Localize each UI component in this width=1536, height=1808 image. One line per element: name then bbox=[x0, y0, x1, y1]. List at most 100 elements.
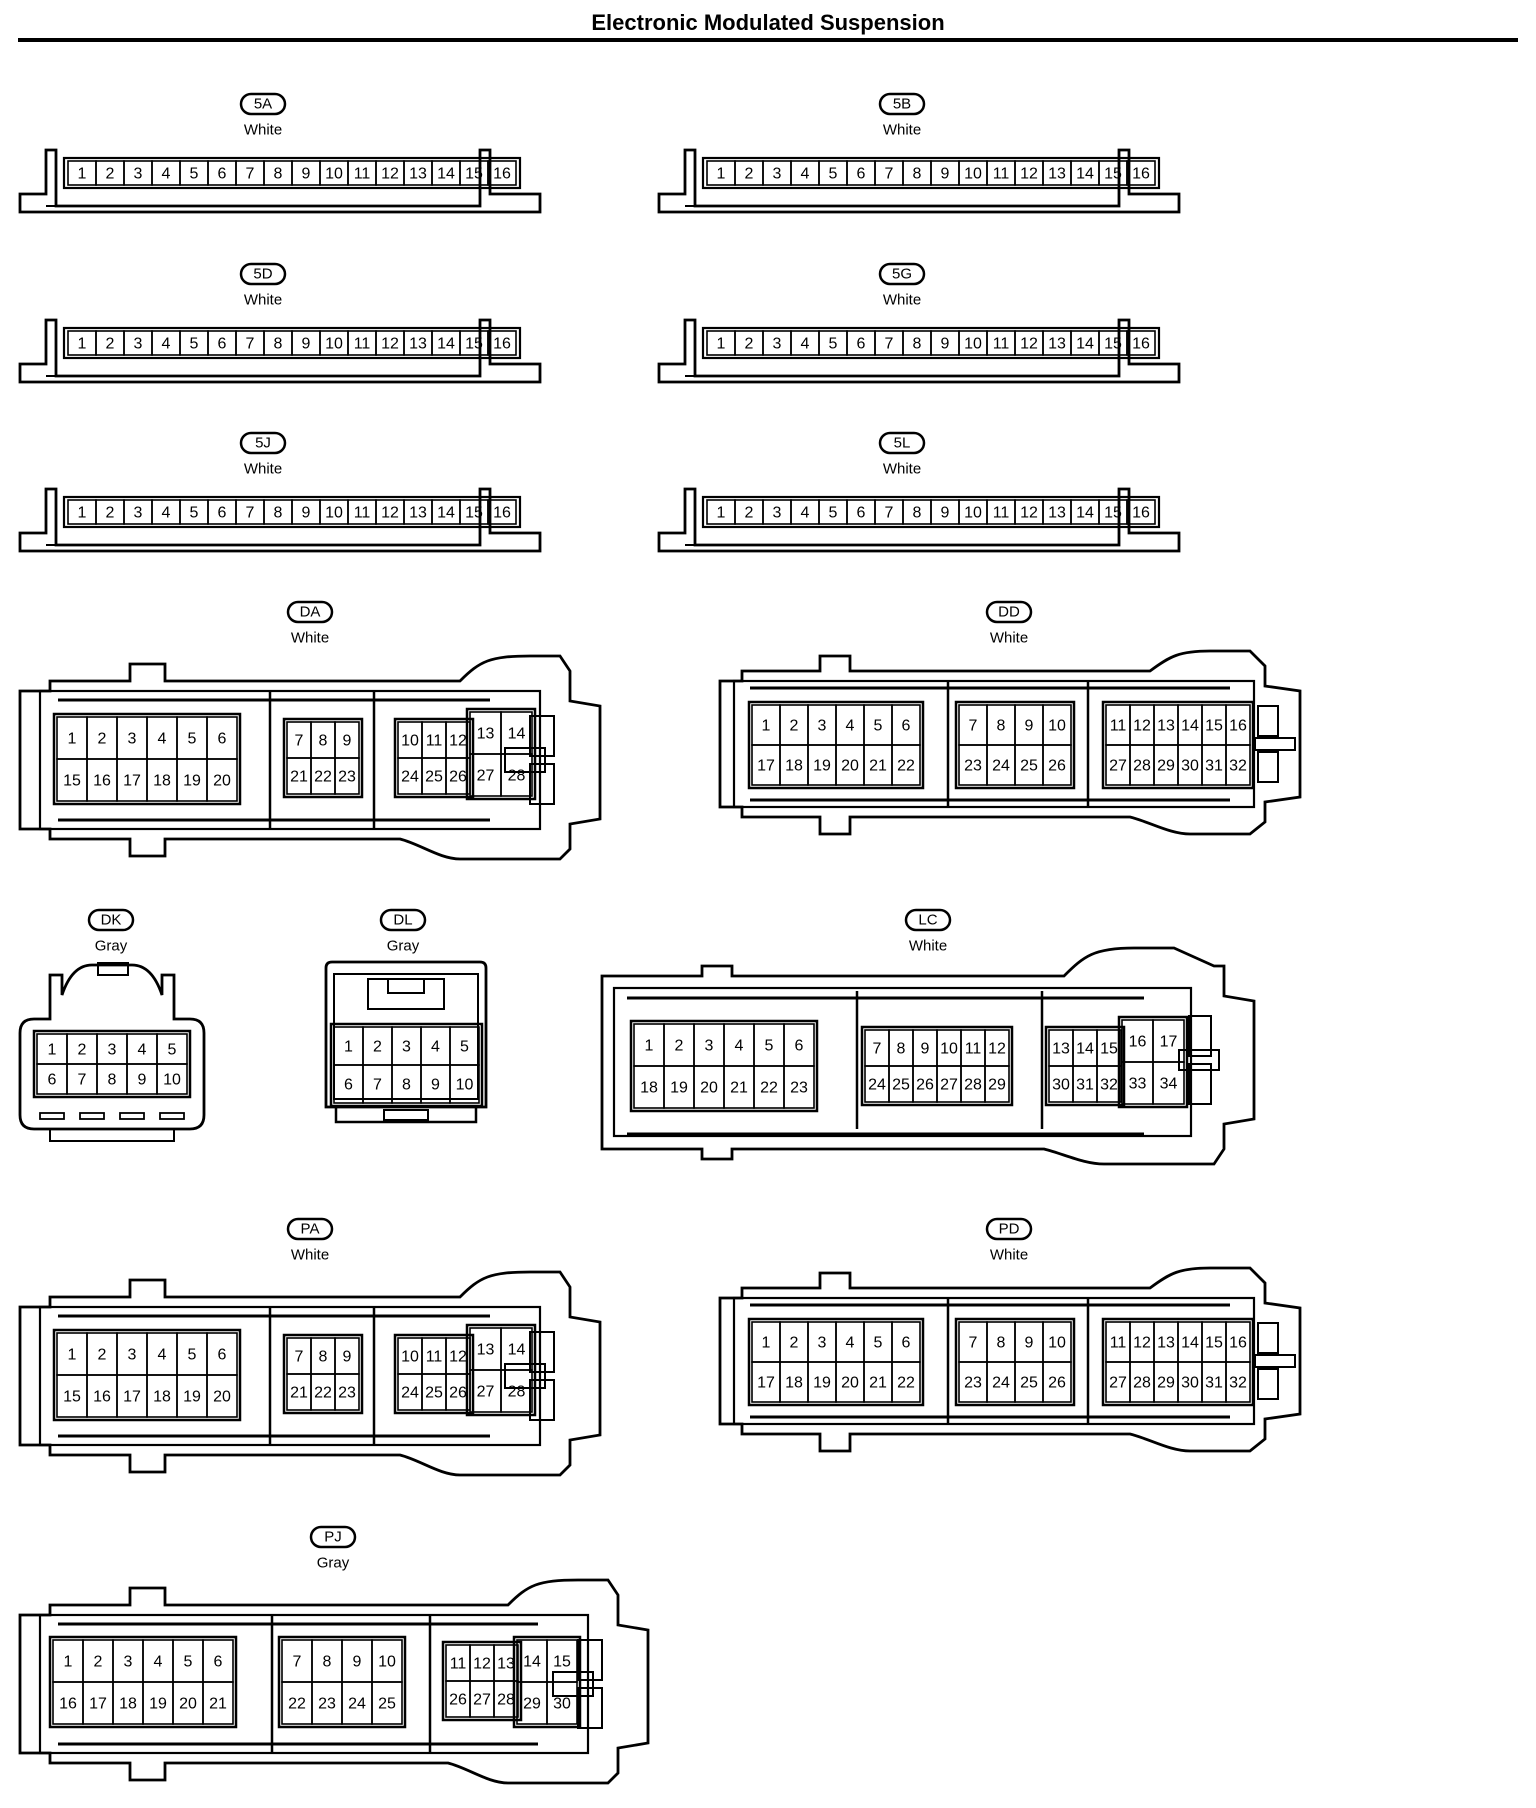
pin-number: 9 bbox=[302, 166, 311, 183]
pin-number: 7 bbox=[295, 733, 304, 750]
pin-number: 27 bbox=[477, 768, 495, 785]
pin-cell: 9 bbox=[126, 1063, 158, 1095]
pin-cell: 27 bbox=[469, 1369, 502, 1413]
pin-cell: 1 bbox=[706, 160, 736, 186]
connector-id: PD bbox=[999, 1221, 1020, 1238]
pin-group-frame bbox=[48, 1635, 238, 1729]
pin-cell: 2 bbox=[86, 1332, 118, 1376]
pin-cell: 18 bbox=[779, 744, 809, 786]
pin-number: 15 bbox=[1104, 166, 1122, 183]
pin-number: 1 bbox=[48, 1042, 57, 1059]
pin-number: 15 bbox=[553, 1654, 571, 1671]
pin-cell: 16 bbox=[487, 499, 517, 525]
pin-cell: 2 bbox=[779, 1321, 809, 1363]
pin-number: 24 bbox=[401, 769, 419, 786]
pin-cell: 9 bbox=[1014, 704, 1044, 746]
pin-number: 5 bbox=[190, 336, 199, 353]
pin-number: 2 bbox=[745, 166, 754, 183]
pin-cell: 9 bbox=[420, 1064, 451, 1104]
pin-number: 4 bbox=[162, 505, 171, 522]
pin-cell: 5 bbox=[863, 704, 893, 746]
pin-number: 8 bbox=[997, 1335, 1006, 1352]
pin-number: 12 bbox=[1020, 166, 1038, 183]
pin-number: 10 bbox=[325, 505, 343, 522]
pin-cell: 27 bbox=[936, 1065, 962, 1103]
housing-outline bbox=[18, 963, 206, 1131]
pin-number: 19 bbox=[149, 1696, 167, 1713]
pin-cell: 14 bbox=[1070, 160, 1100, 186]
pin-cell: 15 bbox=[459, 330, 489, 356]
pin-box bbox=[334, 1373, 360, 1411]
housing-outline bbox=[18, 1578, 650, 1785]
pin-number: 14 bbox=[437, 505, 455, 522]
pin-cell: 8 bbox=[888, 1029, 914, 1067]
pin-cell: 5 bbox=[179, 160, 209, 186]
pin-cell: 8 bbox=[986, 704, 1016, 746]
pin-number: 2 bbox=[78, 1042, 87, 1059]
pin-cell: 2 bbox=[734, 330, 764, 356]
connector-color: Gray bbox=[95, 938, 128, 955]
pin-number: 1 bbox=[68, 731, 77, 748]
pin-cell: 22 bbox=[310, 757, 336, 795]
pin-cell: 10 bbox=[319, 330, 349, 356]
pin-number: 23 bbox=[964, 1375, 982, 1392]
pin-number: 6 bbox=[218, 336, 227, 353]
pin-number: 2 bbox=[790, 718, 799, 735]
pin-number: 28 bbox=[508, 768, 526, 785]
pin-cell: 15 bbox=[459, 499, 489, 525]
pin-number: 26 bbox=[916, 1077, 934, 1094]
pin-cell: 24 bbox=[864, 1065, 890, 1103]
pin-cell: 25 bbox=[371, 1681, 403, 1725]
lock-tab bbox=[529, 763, 555, 805]
pin-group-frame bbox=[329, 1022, 484, 1108]
pin-cell: 6 bbox=[202, 1639, 234, 1683]
pin-number: 22 bbox=[288, 1696, 306, 1713]
pin-number: 5 bbox=[184, 1654, 193, 1671]
pin-cell: 19 bbox=[142, 1681, 174, 1725]
pin-number: 24 bbox=[401, 1385, 419, 1402]
connector-id-badge bbox=[878, 262, 926, 286]
pin-number: 19 bbox=[813, 1375, 831, 1392]
pin-cell: 3 bbox=[807, 704, 837, 746]
pin-number: 1 bbox=[64, 1654, 73, 1671]
pin-number: 7 bbox=[885, 166, 894, 183]
pin-number: 4 bbox=[801, 505, 810, 522]
pin-cell: 23 bbox=[783, 1065, 815, 1109]
pin-number: 12 bbox=[1020, 336, 1038, 353]
pin-number: 8 bbox=[913, 166, 922, 183]
pin-number: 9 bbox=[343, 1349, 352, 1366]
pin-number: 10 bbox=[456, 1077, 474, 1094]
pin-number: 25 bbox=[892, 1077, 910, 1094]
pin-number: 22 bbox=[897, 758, 915, 775]
pin-number: 4 bbox=[431, 1039, 440, 1056]
pin-number: 9 bbox=[343, 733, 352, 750]
pin-cell: 18 bbox=[146, 758, 178, 802]
pin-row-frame bbox=[701, 326, 1161, 360]
pin-cell: 13 bbox=[469, 711, 502, 755]
pin-cell: 3 bbox=[112, 1639, 144, 1683]
pin-cell: 8 bbox=[263, 499, 293, 525]
pin-cell: 20 bbox=[693, 1065, 725, 1109]
pin-cell: 12 bbox=[1014, 160, 1044, 186]
connector-id-badge bbox=[878, 431, 926, 455]
pin-number: 8 bbox=[997, 718, 1006, 735]
pin-cell: 8 bbox=[263, 160, 293, 186]
pin-box bbox=[487, 330, 517, 356]
pin-number: 16 bbox=[1229, 1335, 1247, 1352]
pin-cell: 4 bbox=[420, 1026, 451, 1066]
pin-number: 22 bbox=[314, 1385, 332, 1402]
pin-cell: 8 bbox=[311, 1639, 343, 1683]
pin-number: 3 bbox=[773, 336, 782, 353]
pin-cell: 6 bbox=[846, 330, 876, 356]
pin-cell: 16 bbox=[86, 758, 118, 802]
pin-cell: 24 bbox=[986, 744, 1016, 786]
pin-box bbox=[156, 1063, 188, 1095]
pin-cell: 24 bbox=[986, 1361, 1016, 1403]
pin-number: 17 bbox=[757, 758, 775, 775]
pin-cell: 26 bbox=[1042, 744, 1072, 786]
